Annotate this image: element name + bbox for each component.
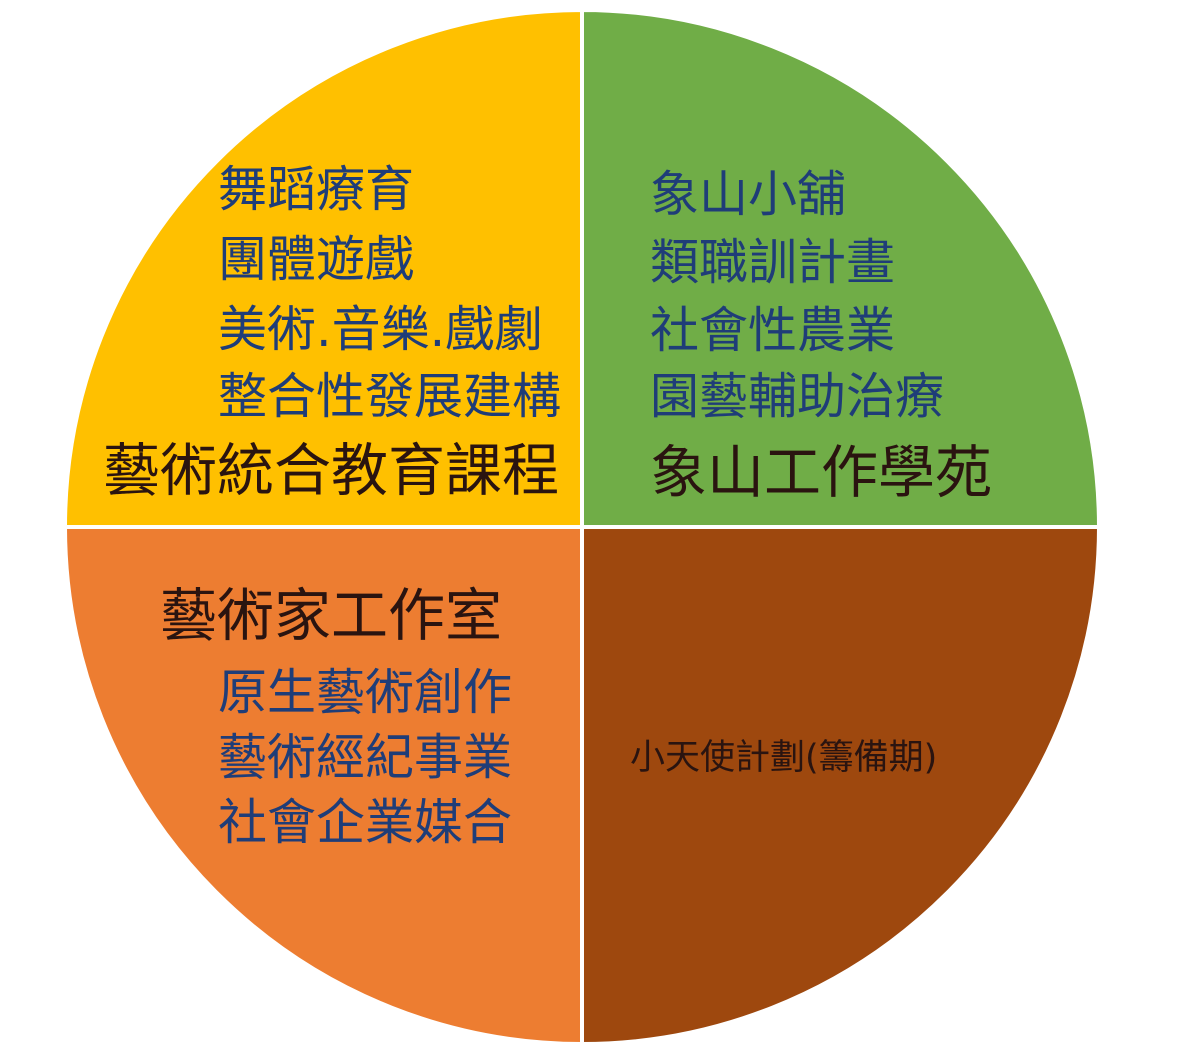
- top-left-item: 美術.音樂.戲劇: [218, 301, 544, 358]
- top-right-item: 社會性農業: [650, 302, 896, 359]
- bottom-right-title: 小天使計劃(籌備期): [630, 738, 938, 778]
- quadrant-top-left: [62, 7, 584, 529]
- top-right-item: 象山小舖: [650, 166, 847, 223]
- top-right-item: 類職訓計畫: [650, 234, 896, 291]
- top-left-item: 團體遊戲: [218, 231, 415, 288]
- quadrant-bottom-right: [580, 525, 1102, 1047]
- top-right-item: 園藝輔助治療: [650, 368, 945, 425]
- bottom-left-item: 藝術經紀事業: [218, 729, 513, 786]
- bottom-left-title: 藝術家工作室: [160, 583, 502, 649]
- bottom-left-item: 社會企業媒合: [218, 794, 513, 851]
- top-left-item: 整合性發展建構: [218, 368, 562, 425]
- bottom-left-item: 原生藝術創作: [218, 664, 513, 721]
- top-left-item: 舞蹈療育: [218, 161, 415, 218]
- top-left-title: 藝術統合教育課程: [103, 438, 559, 504]
- quadrant-bottom-left: [62, 525, 584, 1047]
- top-right-title: 象山工作學苑: [650, 440, 992, 506]
- quadrant-top-right: [580, 7, 1102, 529]
